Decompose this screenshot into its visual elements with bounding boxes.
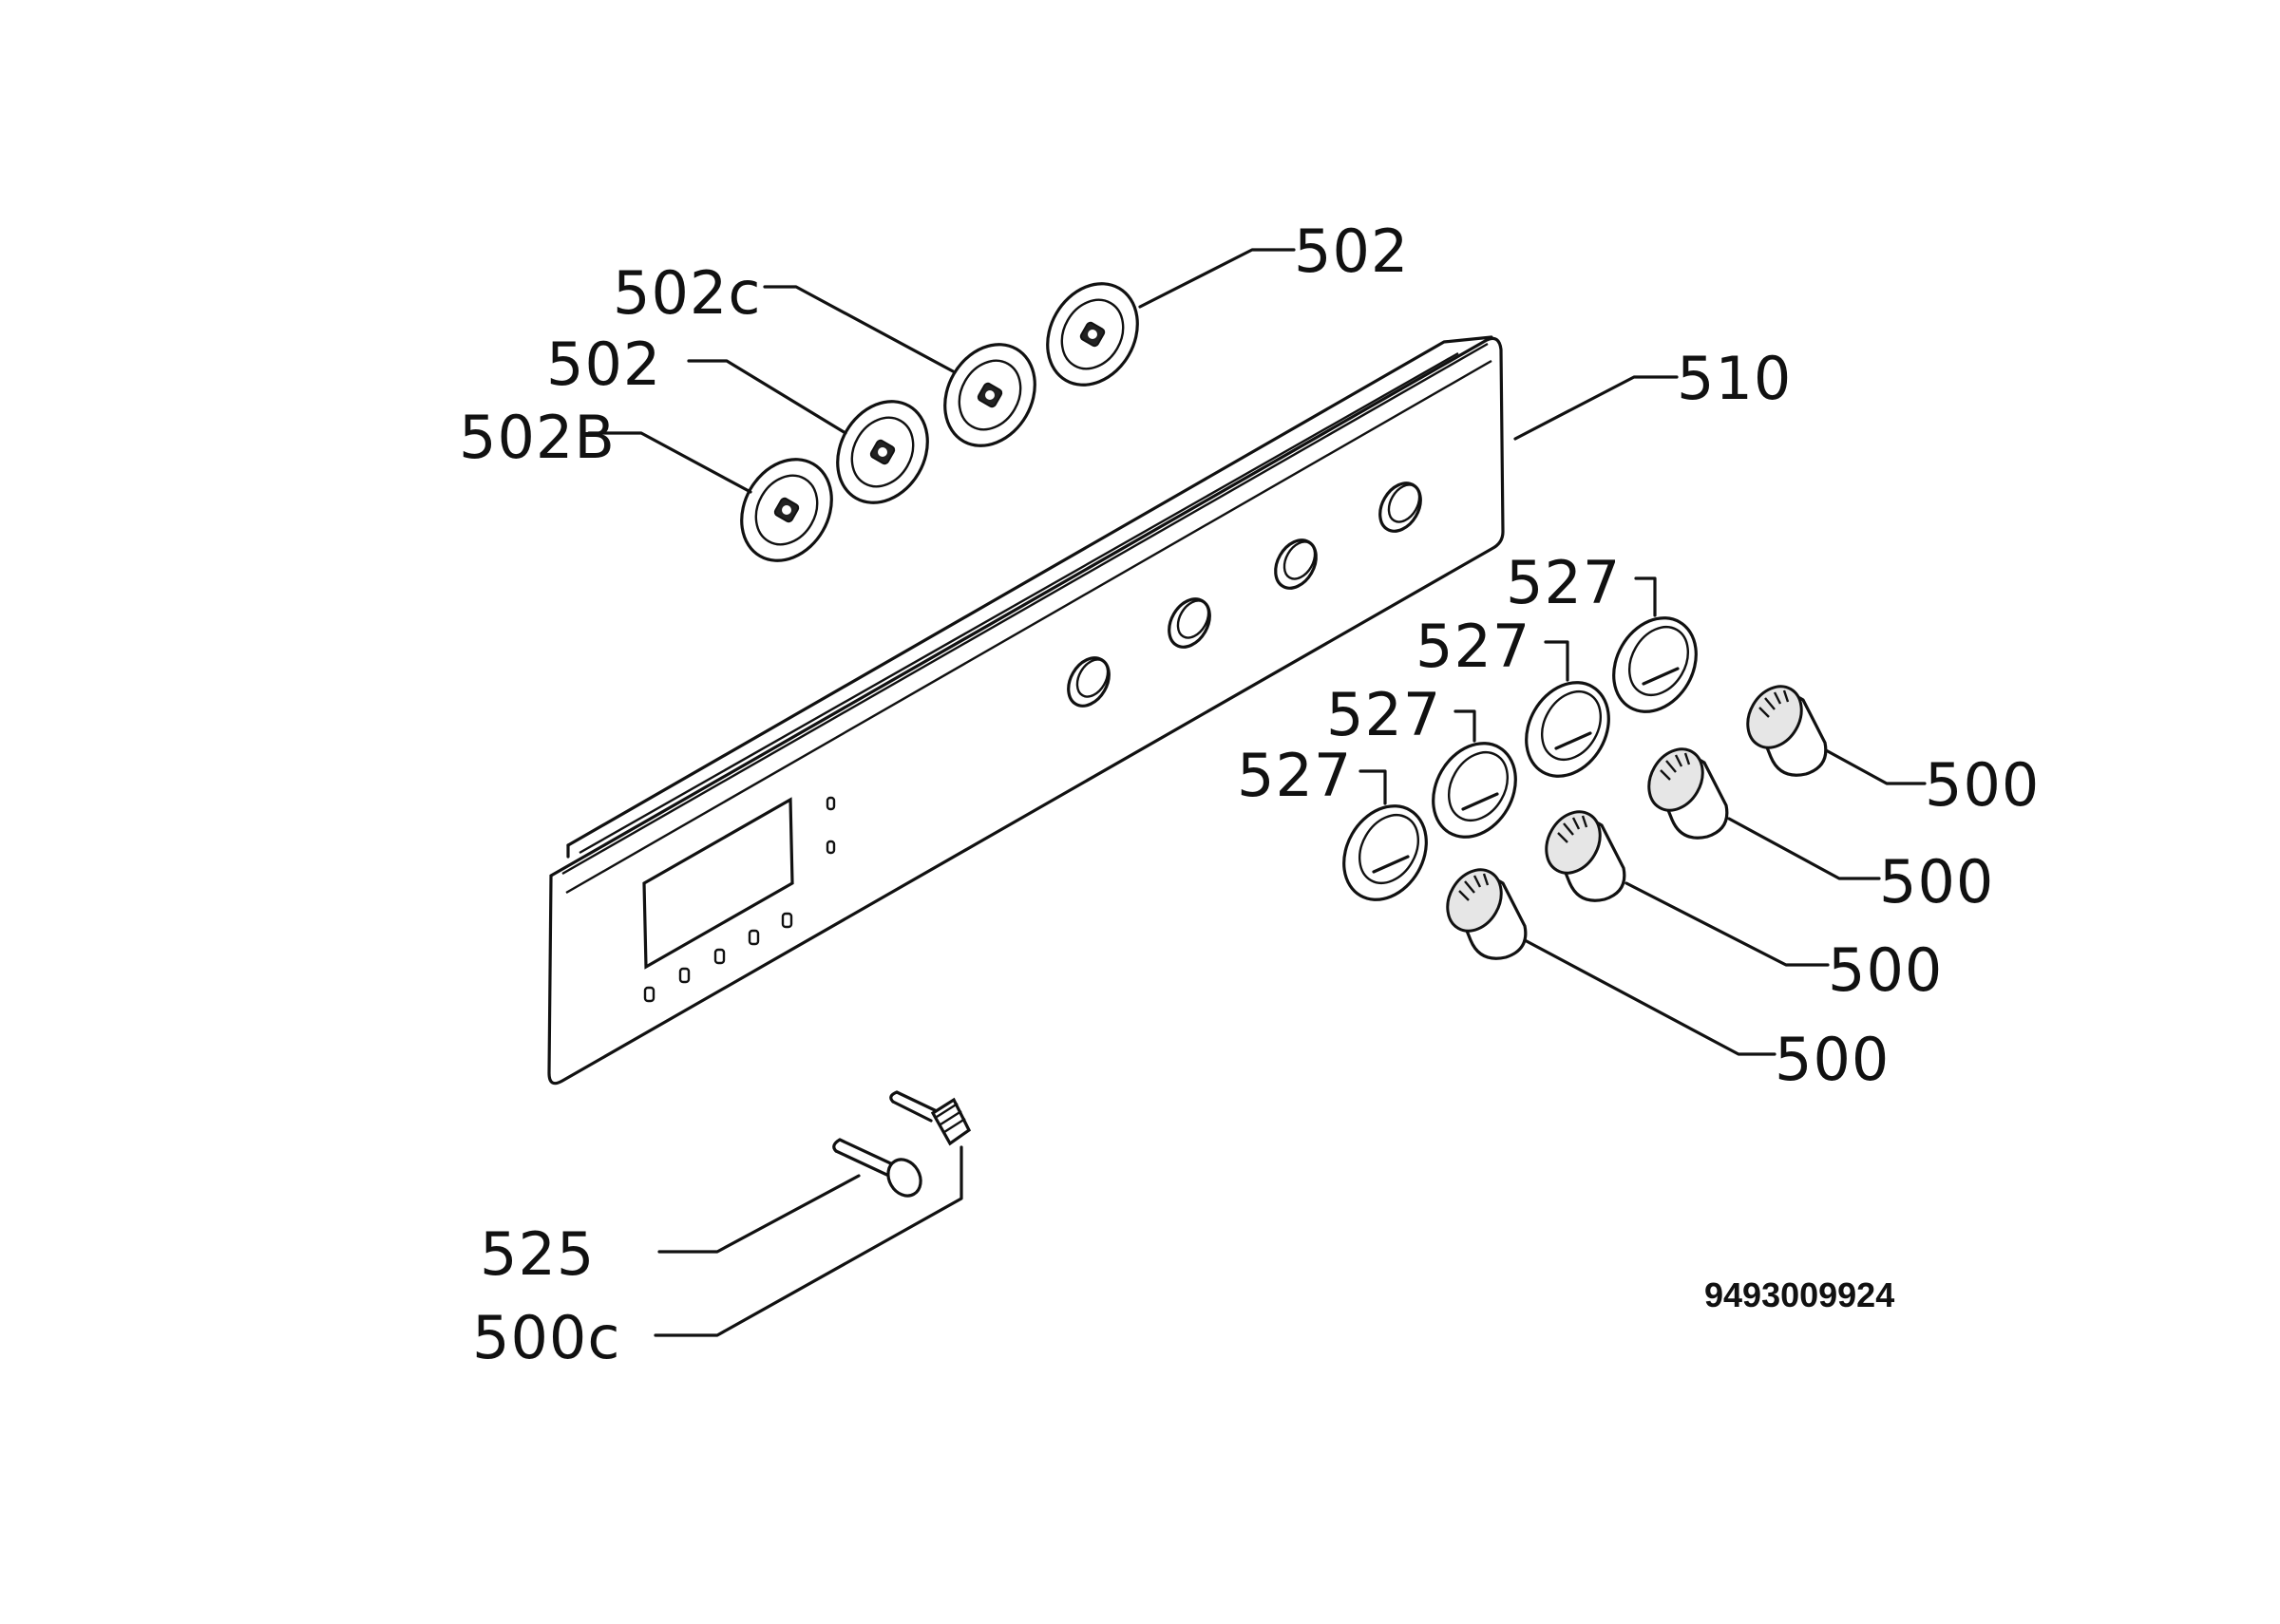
control-panel [547,335,1505,1086]
panel-knob-holes [1067,482,1422,708]
label-502c: 502c [613,258,761,328]
label-500-3: 500 [1828,935,1943,1005]
label-500-2: 500 [1879,847,1994,916]
knob-500-1 [1446,868,1528,960]
label-502-far: 502 [1294,217,1409,286]
label-502-mid: 502 [546,330,661,399]
display-window [642,797,794,970]
label-527-1: 527 [1237,741,1352,810]
ring-527-4 [1612,616,1698,713]
knob-500-2 [1545,810,1626,902]
small-knob-500c [889,1090,972,1146]
disc-502-mid [836,400,929,504]
control-knobs [1446,685,1828,960]
disc-502-far [1046,282,1139,387]
leader-lines [587,248,1927,1337]
disc-502b [740,458,833,562]
knob-500-3 [1647,747,1729,840]
label-500c: 500c [472,1303,620,1372]
label-527-2: 527 [1326,680,1441,749]
ring-527-1 [1342,804,1428,901]
panel-buttons [643,796,836,1003]
bezel-rings [1342,616,1698,901]
part-labels: 502 502c 502 502B 510 527 527 527 527 50… [459,217,2040,1372]
label-527-3: 527 [1416,612,1530,681]
label-500-1: 500 [1925,750,2040,820]
ring-527-2 [1432,742,1517,839]
label-525: 525 [480,1219,595,1289]
pin-525 [832,1138,922,1198]
knob-500-4 [1746,685,1828,777]
disc-502c [943,343,1036,447]
label-502b: 502B [459,403,616,472]
label-527-4: 527 [1506,548,1621,617]
dial-discs [740,282,1139,562]
document-number: 9493009924 [1704,1275,1894,1314]
ring-527-3 [1525,681,1610,778]
label-500-4: 500 [1775,1025,1890,1094]
label-510: 510 [1677,344,1792,413]
